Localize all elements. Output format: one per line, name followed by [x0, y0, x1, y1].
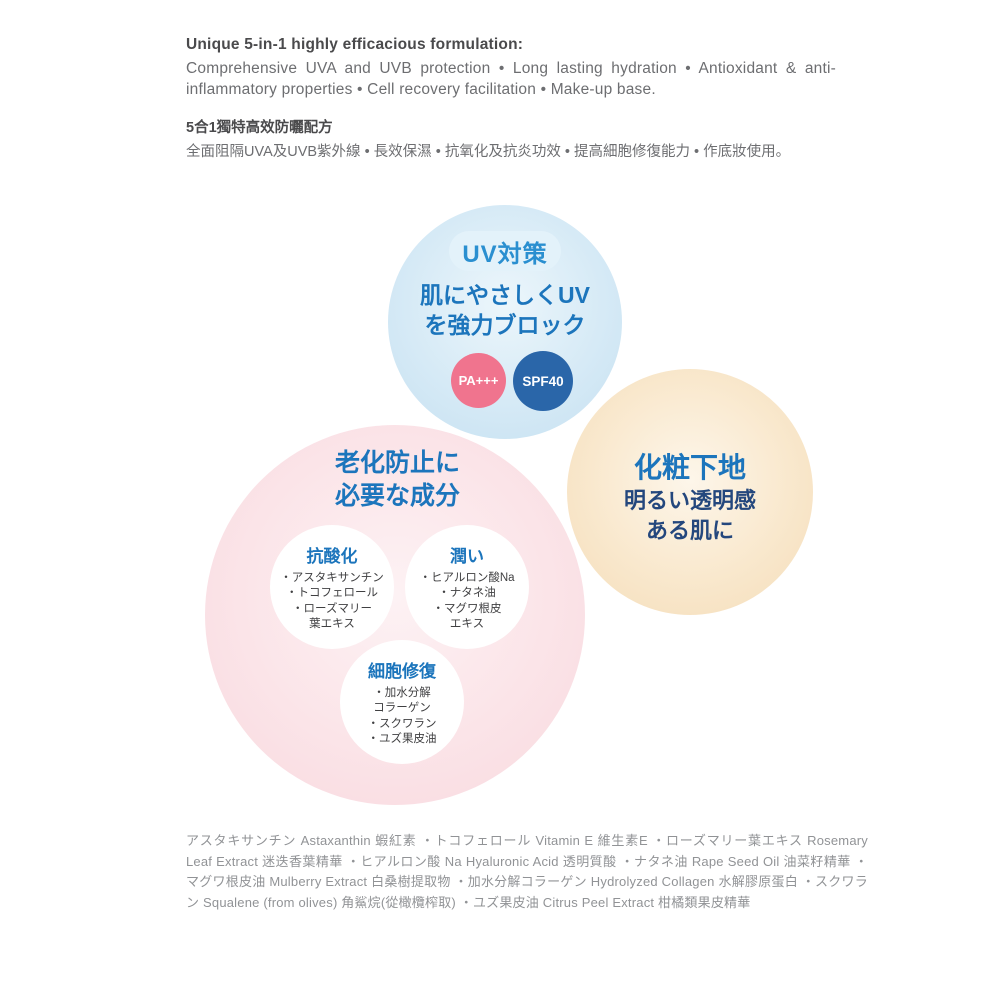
- cell-repair-circle: 細胞修復 ・加水分解 コラーゲン ・スクワラン ・ユズ果皮油: [340, 640, 464, 764]
- cell-repair-item: ・加水分解: [373, 686, 431, 699]
- antioxidant-circle: 抗酸化 ・アスタキサンチン ・トコフェロール ・ローズマリー 葉エキス: [270, 525, 394, 649]
- uv-description: 肌にやさしくUV を強力ブロック: [388, 280, 622, 340]
- anti-aging-heading-line2: 必要な成分: [334, 482, 460, 510]
- makeup-base-description: 明るい透明感 ある肌に: [567, 486, 813, 546]
- antioxidant-item: ・トコフェロール: [286, 587, 378, 599]
- moisture-title: 潤い: [450, 546, 484, 566]
- cell-repair-item: ・スクワラン: [367, 717, 437, 730]
- makeup-base-heading: 化粧下地: [633, 452, 746, 483]
- chinese-body: 全面阻隔UVA及UVB紫外線 • 長效保濕 • 抗氧化及抗炎功效 • 提高細胞修…: [186, 144, 791, 160]
- pa-rating-badge: PA+++: [451, 353, 506, 408]
- moisture-item: ・ヒアルロン酸Na: [419, 571, 515, 584]
- moisture-item: ・ナタネ油: [438, 587, 496, 599]
- english-body: Comprehensive UVA and UVB protection • L…: [186, 60, 836, 98]
- cell-repair-title: 細胞修復: [368, 661, 436, 681]
- intro-section: Unique 5-in-1 highly efficacious formula…: [186, 36, 836, 163]
- makeup-base-description-line2: ある肌に: [645, 518, 734, 543]
- moisture-circle: 潤い ・ヒアルロン酸Na ・ナタネ油 ・マグワ根皮 エキス: [405, 525, 529, 649]
- english-title: Unique 5-in-1 highly efficacious formula…: [186, 36, 524, 53]
- anti-aging-heading-line1: 老化防止に: [334, 449, 460, 477]
- cell-repair-item: コラーゲン: [373, 702, 431, 714]
- anti-aging-heading: 老化防止に 必要な成分: [255, 447, 540, 513]
- uv-description-line1: 肌にやさしくUV: [420, 282, 590, 308]
- uv-measure-badge: UV対策: [449, 231, 561, 271]
- moisture-item: エキス: [449, 618, 485, 630]
- antioxidant-item: 葉エキス: [309, 618, 355, 630]
- ingredient-glossary: アスタキサンチン Astaxanthin 蝦紅素 ・トコフェロール Vitami…: [186, 833, 868, 910]
- antioxidant-title: 抗酸化: [306, 546, 358, 566]
- spf-rating-badge: SPF40: [513, 351, 573, 411]
- antioxidant-item: ・ローズマリー: [292, 602, 372, 615]
- makeup-base-circle: [567, 369, 813, 615]
- chinese-title: 5合1獨特高效防曬配方: [186, 120, 333, 136]
- uv-description-line2: を強力ブロック: [424, 312, 586, 338]
- cell-repair-item: ・ユズ果皮油: [367, 733, 437, 745]
- moisture-item: ・マグワ根皮: [432, 602, 502, 615]
- antioxidant-item: ・アスタキサンチン: [280, 571, 384, 584]
- makeup-base-description-line1: 明るい透明感: [623, 488, 756, 513]
